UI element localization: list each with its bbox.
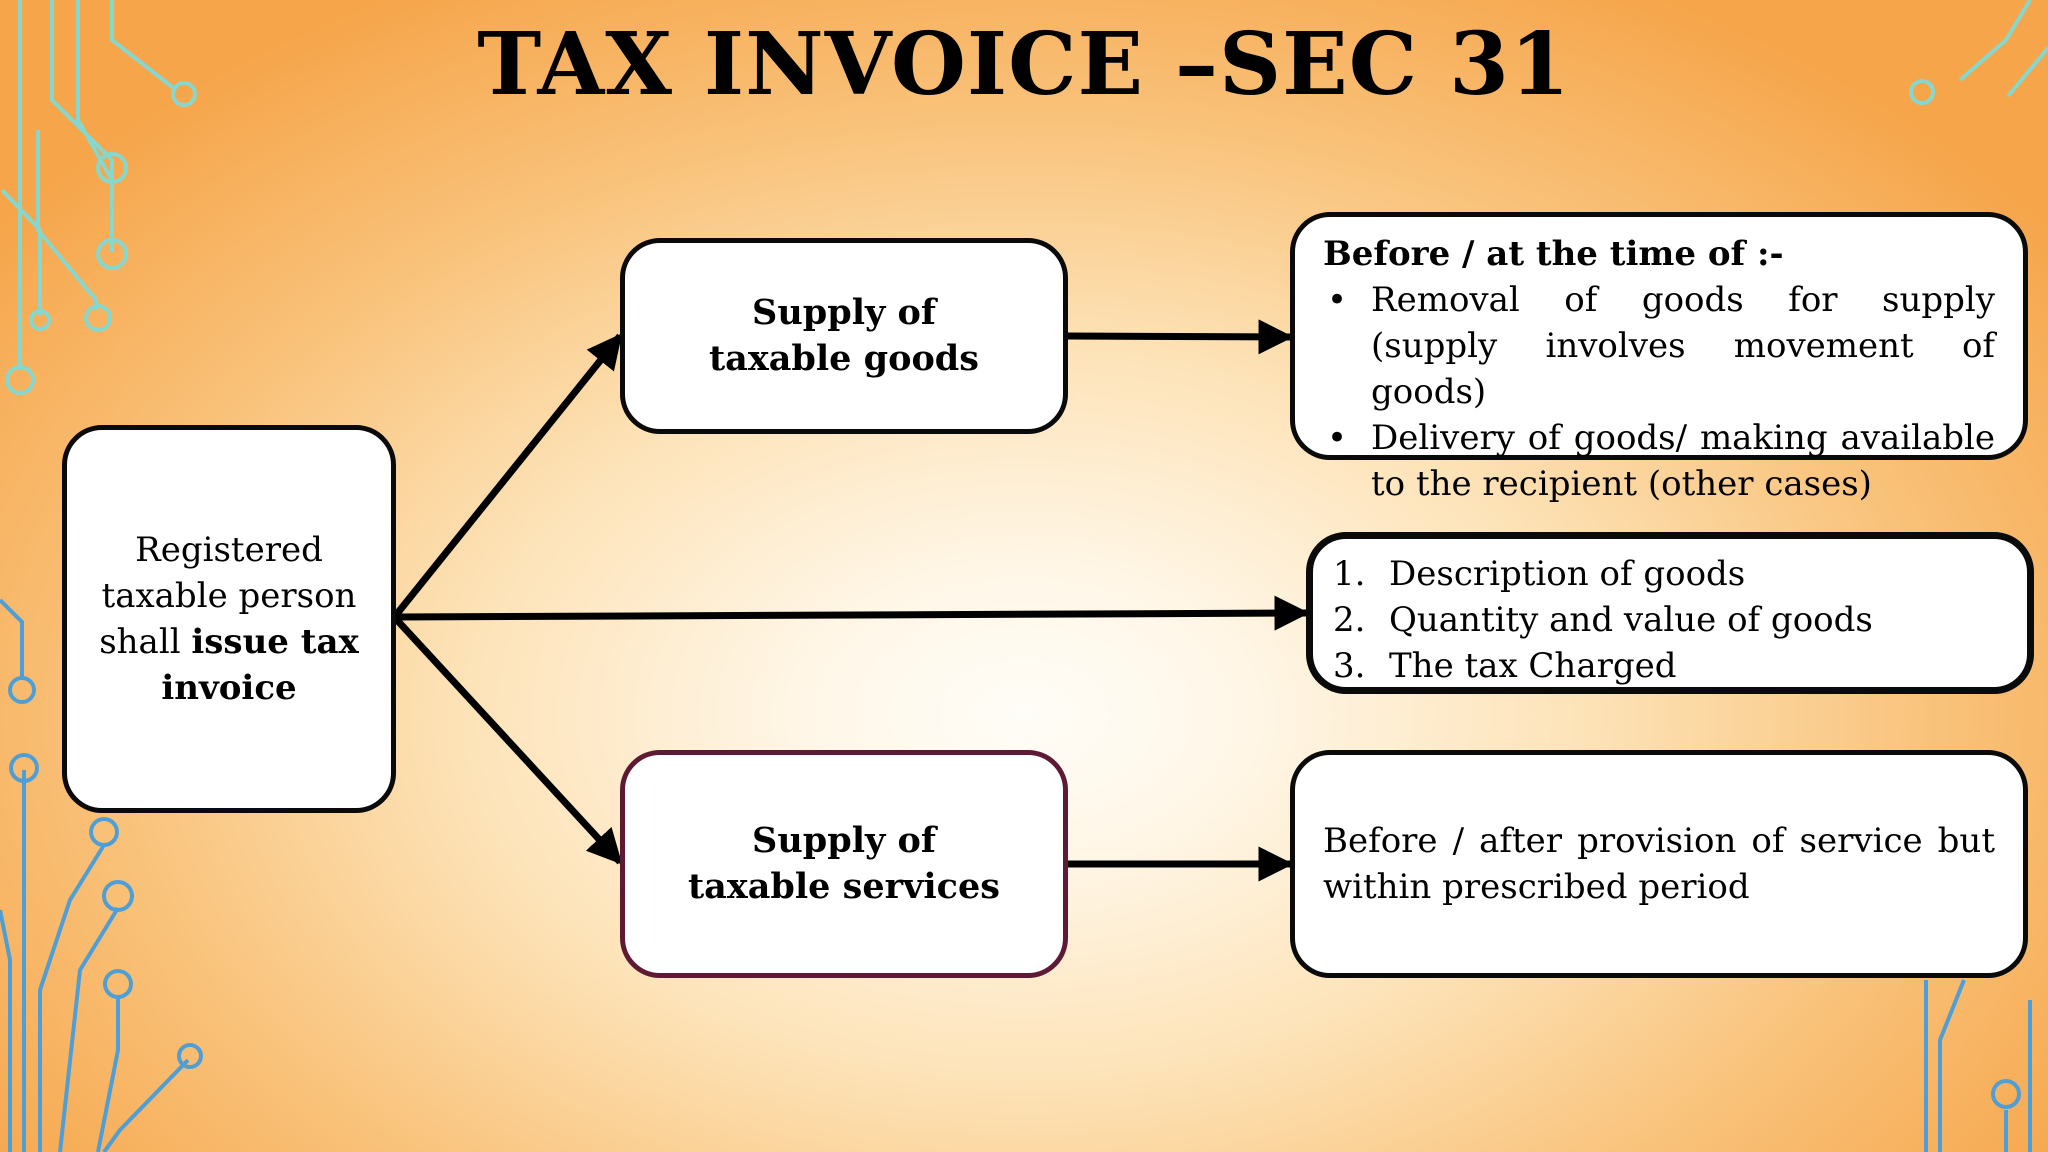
arrow-to-services [393, 616, 623, 865]
services-timing-text: Before / after provision of service but … [1323, 821, 1995, 907]
registered-person-box: Registered taxable person shall issue ta… [62, 425, 396, 813]
goods-timing-list: Removal of goods for supply (supply invo… [1323, 277, 1995, 507]
invoice-contents-item: 3. The tax Charged [1333, 643, 2007, 689]
goods-timing-point: Delivery of goods/ making available to t… [1323, 415, 1995, 507]
registered-person-text-bold: issue tax invoice [161, 622, 359, 708]
item-text: Quantity and value of goods [1389, 600, 1873, 640]
arrow-to-goods [393, 333, 623, 618]
item-text: Description of goods [1389, 554, 1746, 594]
invoice-contents-item: 1. Description of goods [1333, 551, 2007, 597]
item-number: 3. [1333, 646, 1366, 686]
services-timing-box: Before / after provision of service but … [1290, 750, 2028, 978]
registered-person-text-plain: Registered taxable person shall [99, 530, 357, 662]
arrow-goods-to-timing [1067, 319, 1294, 355]
invoice-contents-item: 2. Quantity and value of goods [1333, 597, 2007, 643]
item-number: 1. [1333, 554, 1366, 594]
goods-timing-heading: Before / at the time of :- [1323, 234, 1784, 274]
item-number: 2. [1333, 600, 1366, 640]
item-text: The tax Charged [1389, 646, 1677, 686]
arrow-to-contents [395, 595, 1310, 631]
supply-services-label: Supply of taxable services [688, 820, 1000, 907]
supply-goods-label: Supply of taxable goods [709, 292, 979, 379]
supply-goods-box: Supply of taxable goods [620, 238, 1068, 434]
invoice-contents-box: 1. Description of goods 2. Quantity and va… [1306, 532, 2034, 694]
registered-person-text: Registered taxable person shall issue ta… [67, 527, 391, 711]
page-title: TAX INVOICE –SEC 31 [477, 14, 1571, 115]
goods-timing-box: Before / at the time of :- Removal of go… [1290, 212, 2028, 504]
goods-timing-point: Removal of goods for supply (supply invo… [1323, 277, 1995, 415]
supply-services-box: Supply of taxable services [620, 750, 1068, 978]
invoice-contents-list: 1. Description of goods 2. Quantity and va… [1333, 551, 2007, 689]
